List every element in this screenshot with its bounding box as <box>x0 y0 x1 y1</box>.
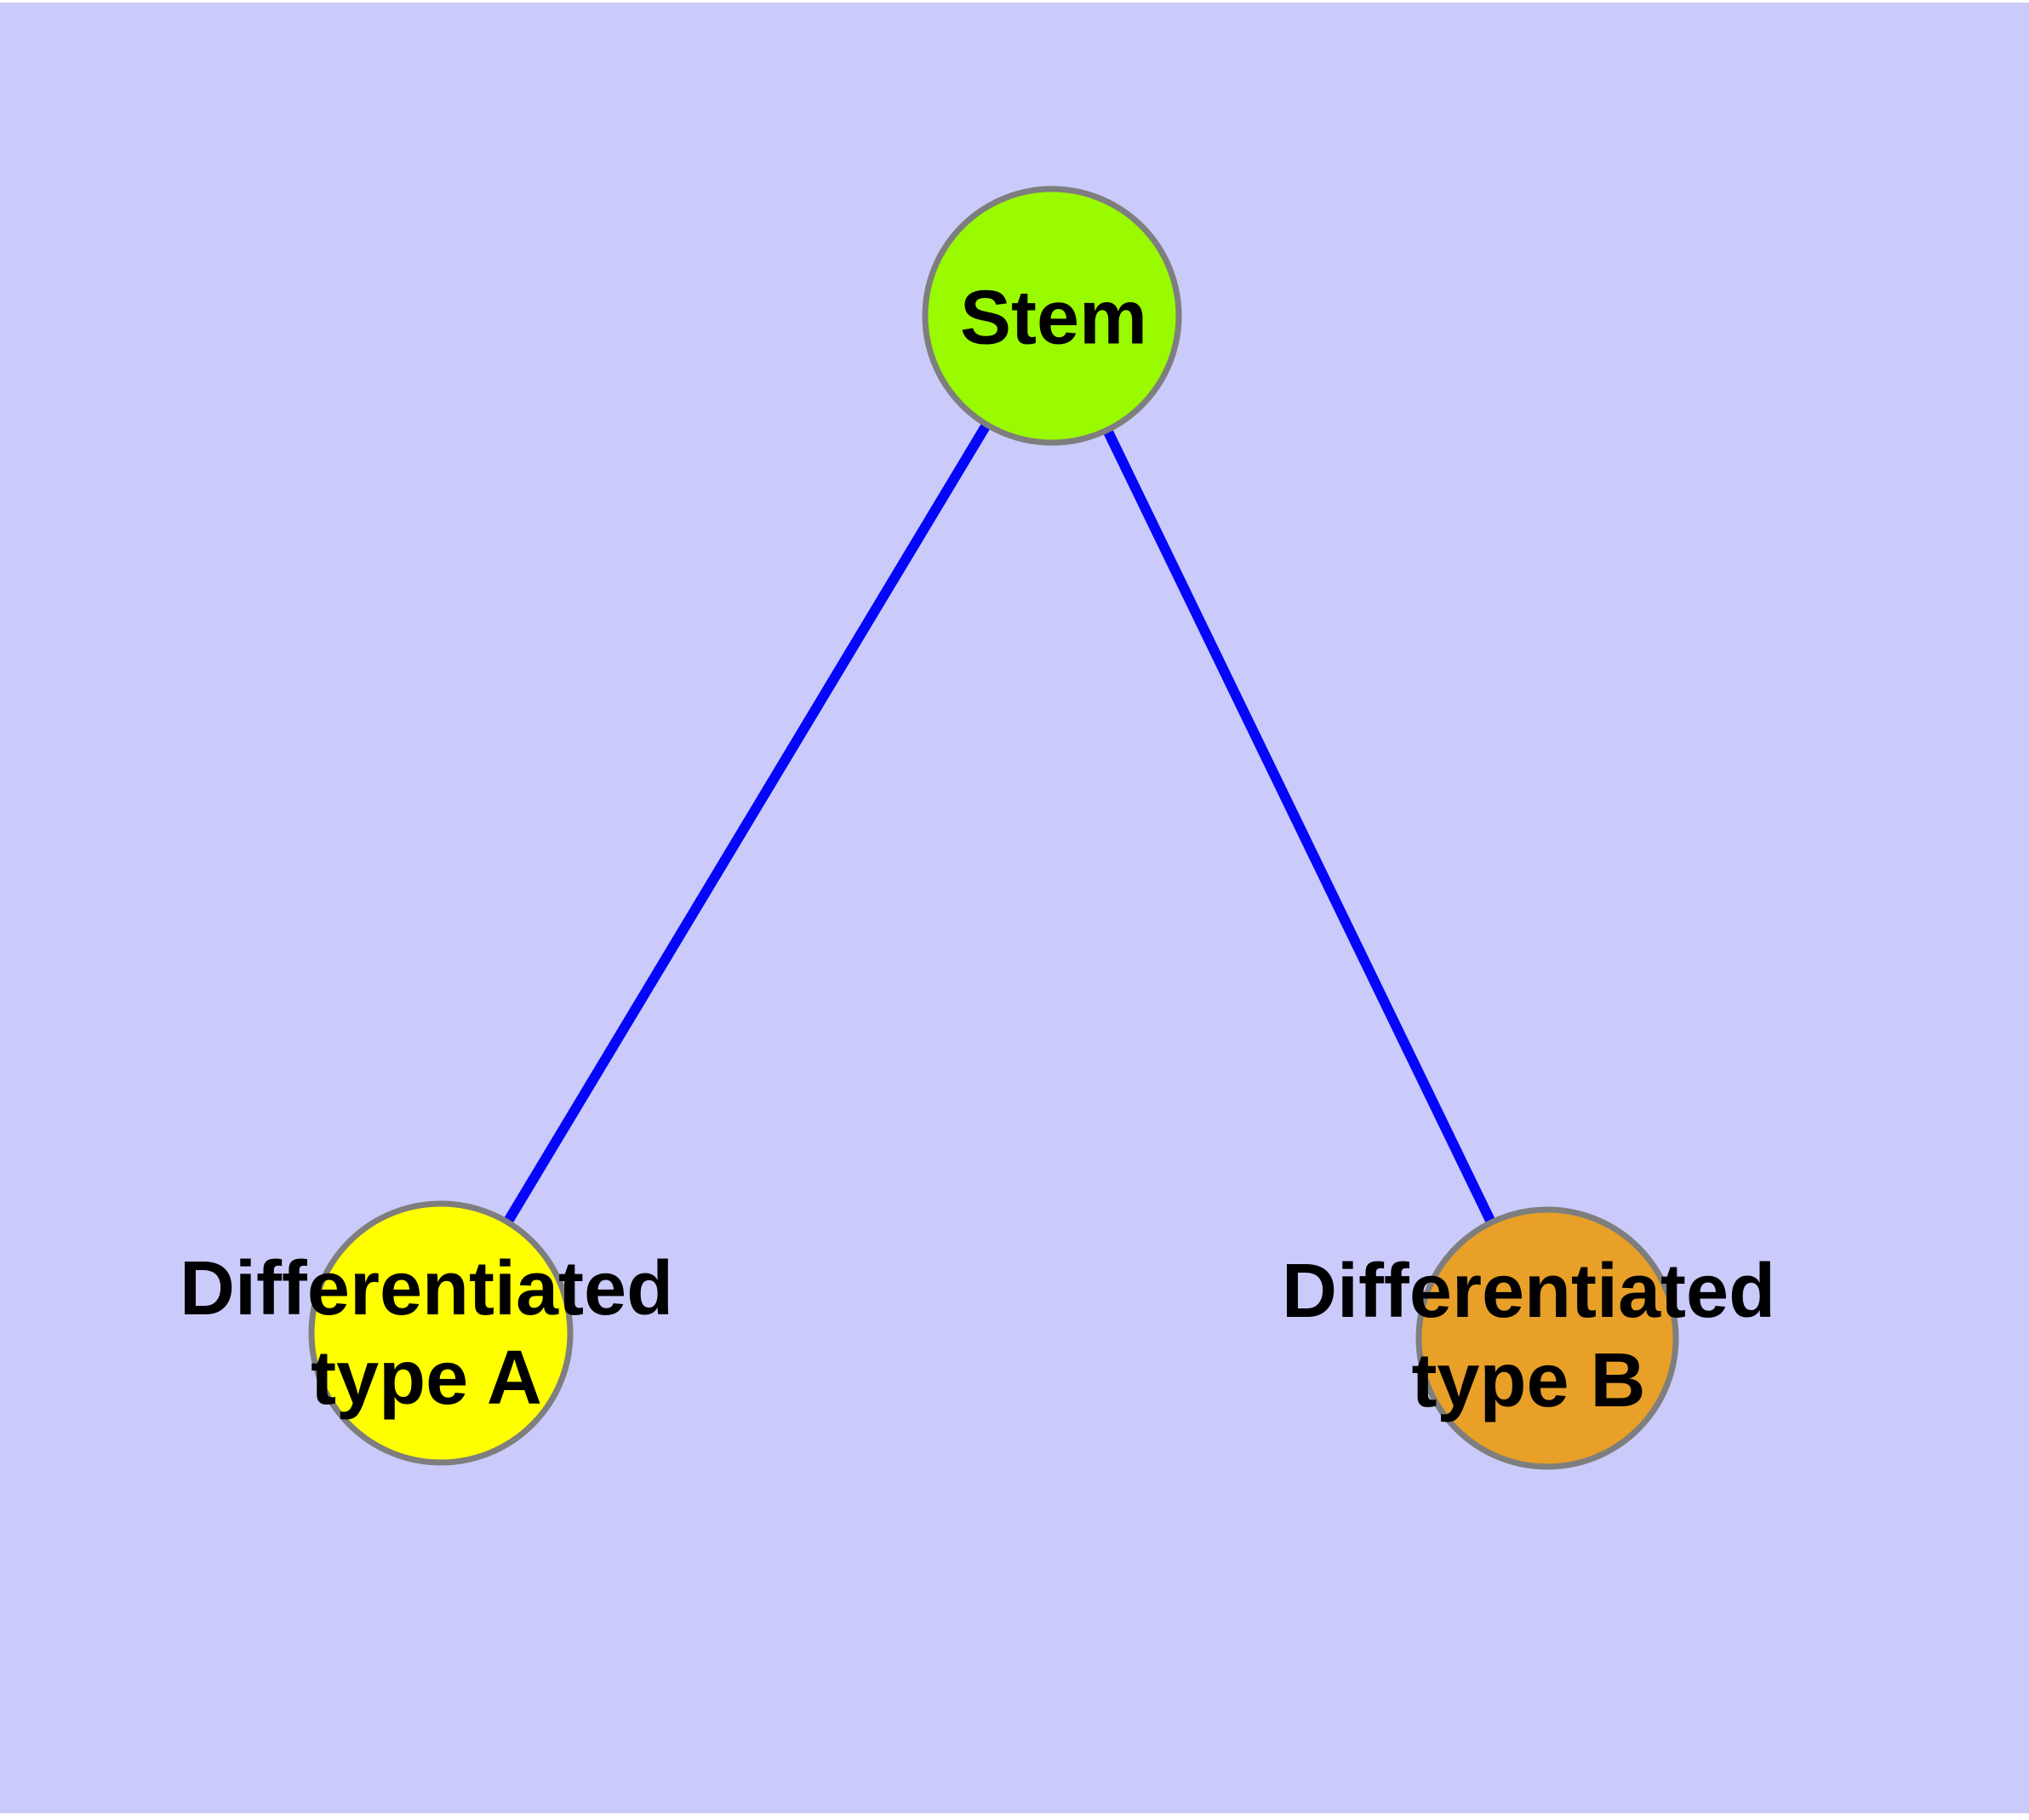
node-type-b-circle <box>1415 1206 1679 1470</box>
node-type-a-circle <box>308 1200 574 1466</box>
edge-stem-to-type-a <box>436 312 1057 1336</box>
edge-stem-to-type-b <box>1047 313 1552 1341</box>
node-stem-circle <box>922 186 1182 446</box>
